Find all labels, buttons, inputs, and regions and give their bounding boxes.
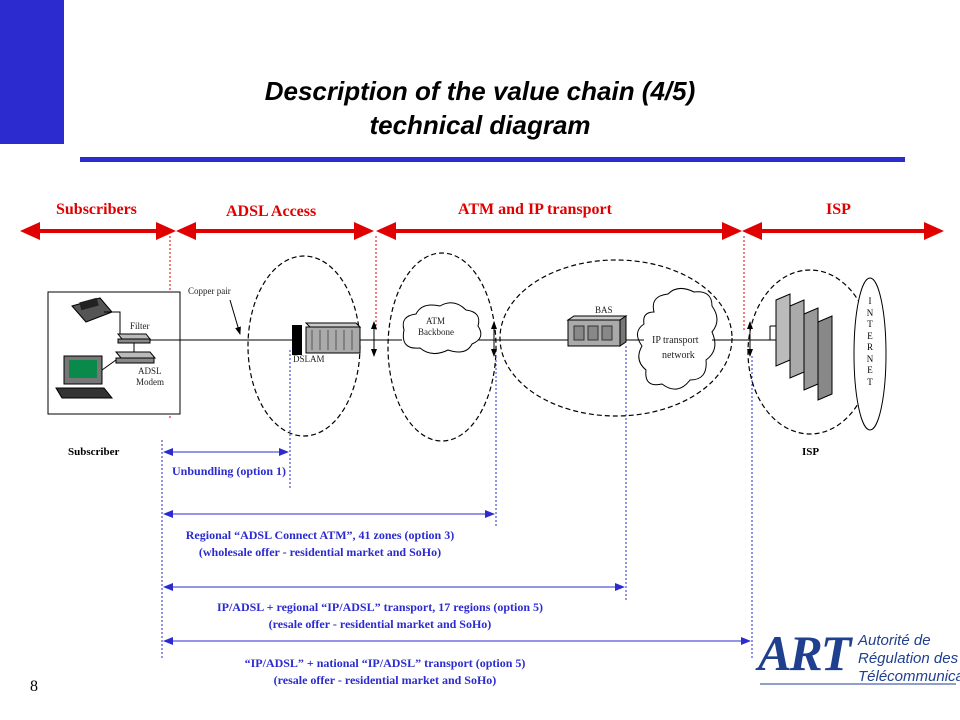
page-title-line1: Description of the value chain (4/5)	[264, 76, 696, 106]
segment-label-adsl-access: ADSL Access	[226, 203, 317, 220]
label-isp: ISP	[802, 446, 820, 458]
red-arrow-adsl-access	[176, 222, 374, 240]
filter-icon	[116, 333, 152, 344]
label-atm-1: ATM	[426, 316, 446, 326]
option-5a-line1: IP/ADSL + regional “IP/ADSL” transport, …	[216, 600, 544, 614]
label-filter: Filter	[130, 321, 150, 331]
label-copper-pair: Copper pair	[188, 286, 231, 296]
internet-label: I N T E R N E T	[866, 296, 874, 387]
adsl-modem-icon	[114, 351, 157, 364]
segment-label-subscribers: Subscribers	[56, 201, 137, 218]
option-5a-line2: (resale offer - residential market and S…	[268, 617, 492, 631]
option-3-line2: (wholesale offer - residential market an…	[198, 545, 442, 559]
segment-label-atm-ip: ATM and IP transport	[458, 201, 612, 218]
label-adsl-modem-1: ADSL	[138, 366, 162, 376]
label-atm-2: Backbone	[418, 327, 454, 337]
option-5b-line1: “IP/ADSL” + national “IP/ADSL” transport…	[244, 656, 526, 670]
ip-zone-ellipse	[499, 259, 733, 417]
red-arrow-atm-ip	[376, 222, 742, 240]
label-dslam: DSLAM	[293, 354, 325, 364]
ip-transport-cloud	[637, 288, 718, 390]
option-1-label: Unbundling (option 1)	[172, 464, 287, 478]
dslam-icon	[292, 322, 362, 355]
corner-accent-block	[0, 0, 64, 144]
art-logo-line1: Autorité de	[858, 632, 931, 649]
internet-ellipse	[853, 277, 887, 431]
segment-label-isp: ISP	[826, 201, 851, 218]
copper-pair-pointer	[229, 299, 241, 335]
label-ip-transport-1: IP transport	[652, 335, 699, 346]
red-arrow-isp	[742, 222, 944, 240]
option-5b-line2: (resale offer - residential market and S…	[273, 673, 497, 687]
art-logo-line3: Télécommunications	[858, 668, 960, 685]
page-number: 8	[30, 678, 38, 695]
red-arrow-subscribers	[20, 222, 176, 240]
computer-icon	[55, 355, 114, 399]
option-3-line1: Regional “ADSL Connect ATM”, 41 zones (o…	[185, 528, 455, 542]
art-logo-mark: ART	[758, 625, 851, 681]
label-bas: BAS	[595, 305, 613, 315]
art-logo-line2: Régulation des	[858, 650, 959, 667]
page-title-line2: technical diagram	[369, 110, 591, 140]
isp-servers-icon	[769, 293, 833, 401]
atm-backbone-cloud	[402, 302, 482, 354]
label-ip-transport-2: network	[662, 350, 695, 361]
bas-icon	[566, 315, 628, 347]
label-subscriber: Subscriber	[68, 446, 120, 458]
title-underline	[80, 157, 905, 162]
art-logo: ART Autorité de Régulation des Télécommu…	[758, 625, 960, 688]
label-adsl-modem-2: Modem	[136, 377, 164, 387]
